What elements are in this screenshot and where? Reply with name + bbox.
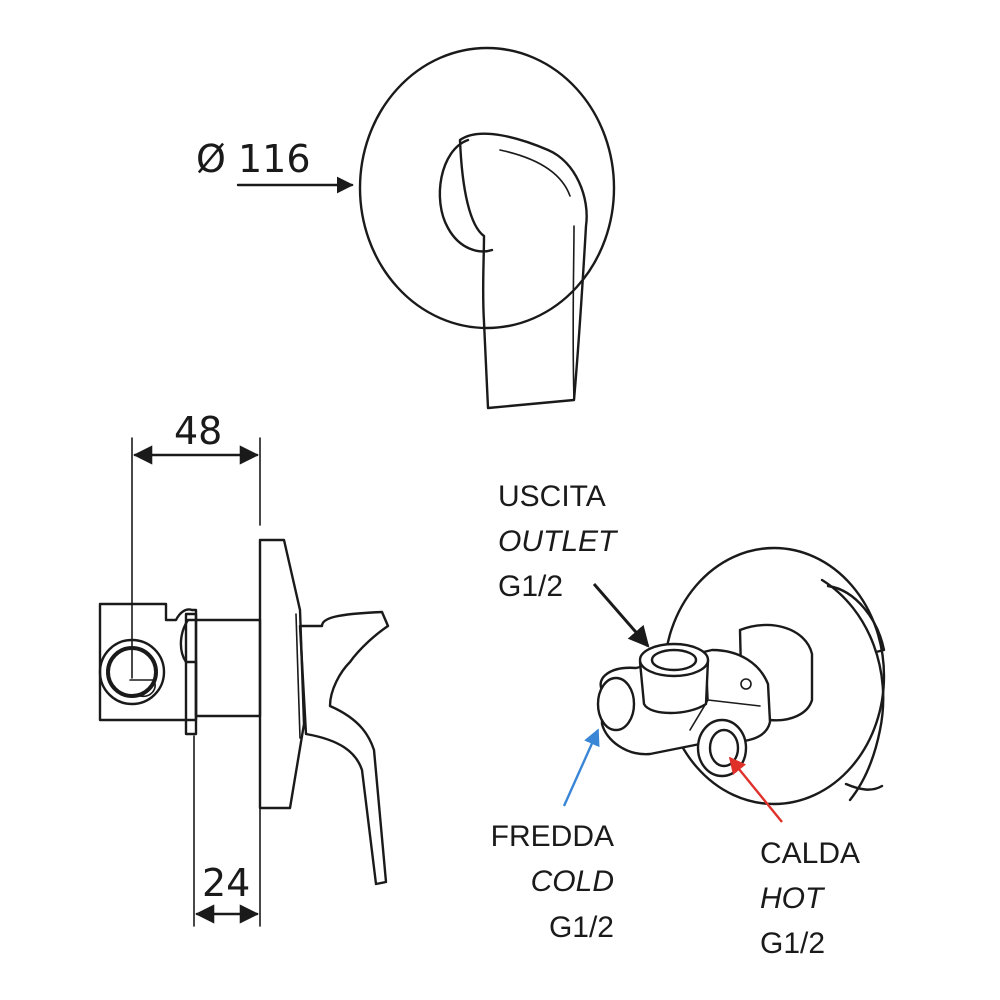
dim24-label: 24	[202, 861, 250, 905]
spindle-housing	[194, 618, 262, 718]
cold-label-thread: G1/2	[549, 911, 614, 944]
outlet-label-it: USCITA	[498, 480, 606, 513]
handle-lever-inner	[499, 149, 575, 401]
outlet-label-thread: G1/2	[498, 570, 563, 603]
screw-iso	[740, 678, 752, 690]
handle-tip-front	[487, 399, 575, 409]
cold-label-en: COLD	[531, 865, 614, 898]
rear-flange-iso	[826, 584, 886, 654]
iso-view: USCITA OUTLET G1/2 FREDDA COLD G1/2 CALD…	[491, 480, 886, 960]
side-view: 48 24	[98, 409, 390, 927]
port-outer-side	[98, 638, 166, 706]
handle-base-front	[438, 138, 494, 253]
handle-lever-front	[458, 132, 588, 410]
hot-label-it: CALDA	[760, 837, 860, 870]
outlet-port-inner	[650, 648, 698, 672]
port-inner-side	[106, 646, 158, 698]
hot-label-en: HOT	[760, 882, 826, 915]
dim48-label: 48	[174, 409, 222, 453]
cold-label-it: FREDDA	[491, 820, 614, 853]
plate-rim-iso	[820, 578, 885, 802]
outlet-port-outer	[638, 642, 710, 678]
hot-arrow	[728, 756, 783, 823]
wall-plate-front	[358, 46, 616, 330]
diameter-label: Ø 116	[196, 137, 311, 181]
handle-side	[298, 610, 390, 886]
cold-port-iso	[596, 676, 636, 732]
front-view: Ø 116	[196, 46, 616, 410]
plate-edge	[295, 613, 301, 739]
outlet-label-en: OUTLET	[498, 525, 619, 558]
port-insert	[129, 679, 156, 698]
cold-arrow	[562, 728, 600, 807]
valve-body-side	[98, 602, 198, 722]
outlet-arrow	[592, 583, 650, 648]
housing-iso	[738, 623, 814, 722]
hot-label-thread: G1/2	[760, 927, 825, 960]
connector-collar	[184, 612, 198, 736]
hot-port-inner	[708, 728, 740, 768]
